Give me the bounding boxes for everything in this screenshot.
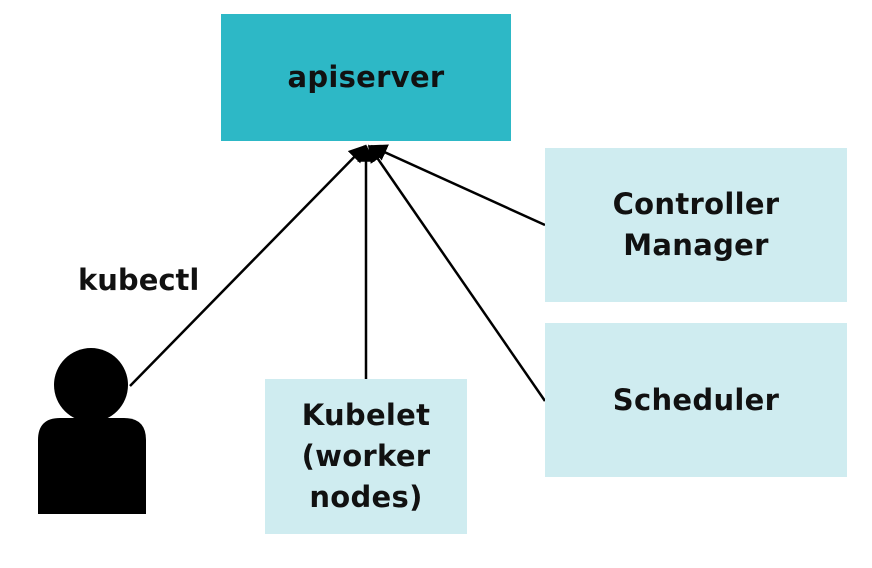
kubelet-label-line2: (worker [301, 439, 431, 473]
kubectl-label: kubectl [78, 263, 200, 297]
apiserver-node: apiserver [221, 14, 511, 141]
kubelet-node: Kubelet (worker nodes) [265, 379, 467, 534]
controller-manager-label-line2: Manager [623, 228, 769, 262]
apiserver-label: apiserver [287, 60, 445, 94]
kubelet-label-line1: Kubelet [301, 398, 431, 432]
kubelet-label-line3: nodes) [309, 480, 423, 514]
arrow-kubectl-to-apiserver [129, 144, 367, 387]
controller-manager-node: Controller Manager [545, 148, 847, 302]
arrow-controller-manager-to-apiserver [369, 144, 546, 227]
arrow-scheduler-to-apiserver [367, 144, 547, 402]
controller-manager-label-line1: Controller [612, 187, 780, 221]
scheduler-node: Scheduler [545, 323, 847, 477]
scheduler-label: Scheduler [612, 382, 780, 417]
